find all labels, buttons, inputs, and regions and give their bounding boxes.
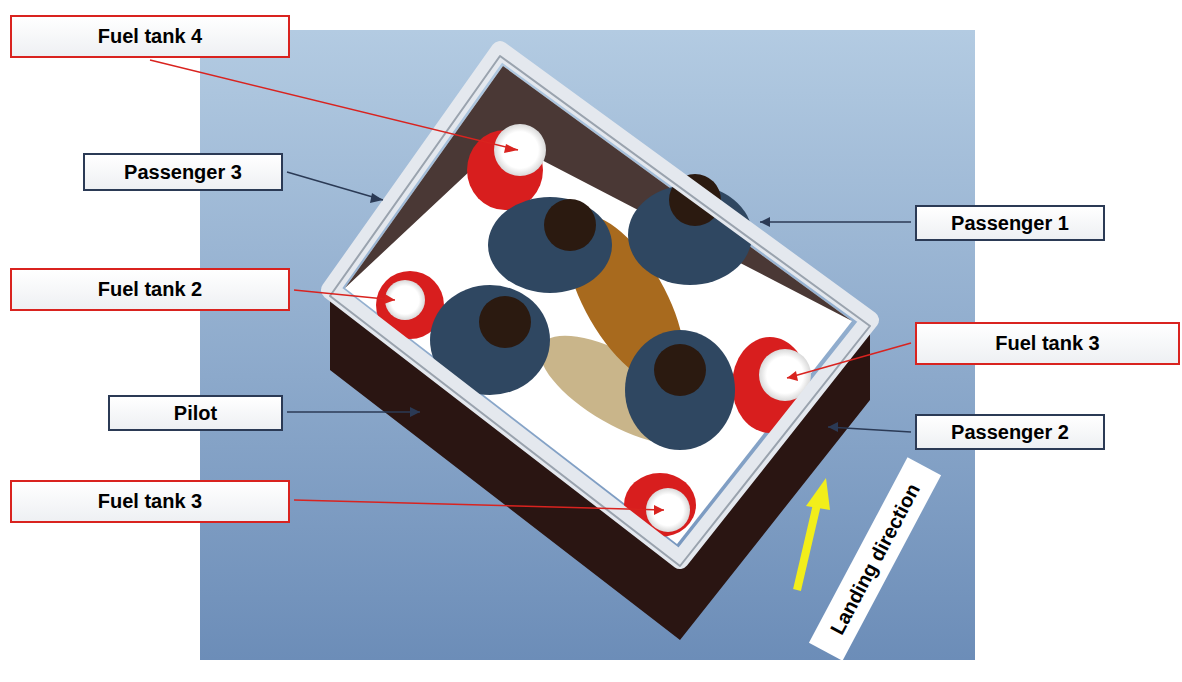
callout-label: Passenger 3 (124, 161, 242, 184)
leader-heads (370, 144, 838, 515)
direction-band: Landing direction (809, 457, 941, 660)
background-panel (200, 30, 975, 660)
raft-tube (330, 50, 870, 560)
callout-box: Fuel tank 4 (10, 15, 290, 58)
callout-box: Pilot (108, 395, 283, 431)
callout-label: Passenger 2 (951, 421, 1069, 444)
callout-label: Fuel tank 4 (98, 25, 202, 48)
callout-label: Passenger 1 (951, 212, 1069, 235)
callout-box: Fuel tank 3 (915, 322, 1180, 365)
callout-label: Fuel tank 3 (98, 490, 202, 513)
direction-label: Landing direction (825, 480, 924, 639)
callout-box: Passenger 1 (915, 205, 1105, 241)
callout-box: Passenger 2 (915, 414, 1105, 450)
raft-tube-shade (330, 56, 870, 566)
raft-floor (345, 66, 852, 544)
callout-box: Fuel tank 2 (10, 268, 290, 311)
callout-box: Passenger 3 (83, 153, 283, 191)
callout-label: Fuel tank 2 (98, 278, 202, 301)
landing-arrow (797, 478, 830, 590)
people (430, 174, 752, 465)
callout-label: Fuel tank 3 (995, 332, 1099, 355)
callout-label: Pilot (174, 402, 217, 425)
callout-box: Fuel tank 3 (10, 480, 290, 523)
